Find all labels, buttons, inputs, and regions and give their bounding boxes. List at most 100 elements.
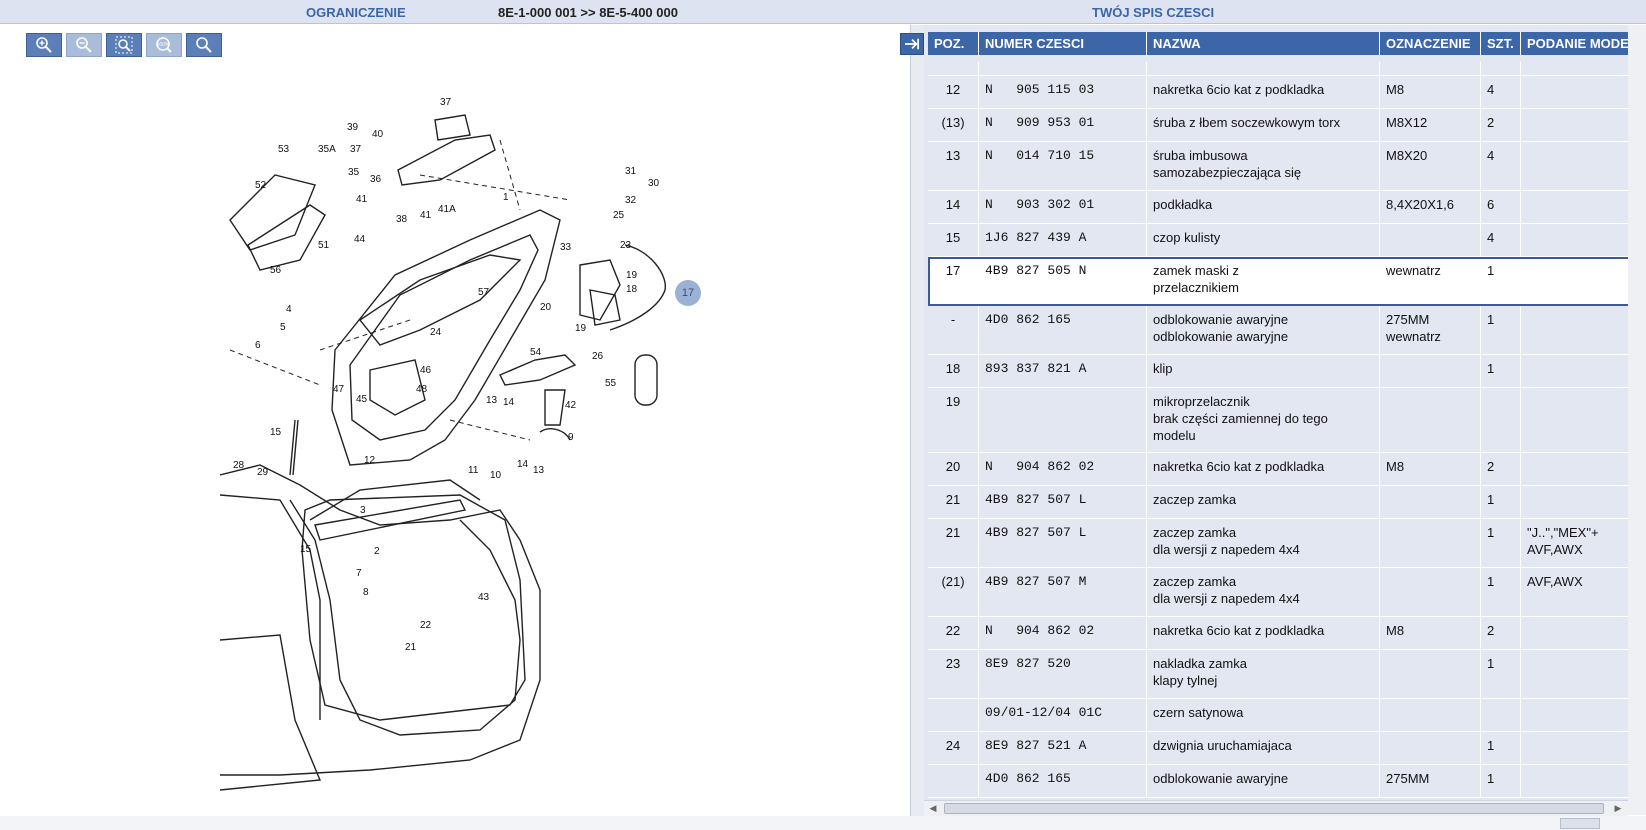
svg-text:6: 6 — [255, 340, 261, 351]
col-header-part-number[interactable]: NUMER CZESCI — [979, 32, 1147, 55]
svg-text:56: 56 — [270, 265, 282, 276]
col-header-poz[interactable]: POZ. — [928, 32, 979, 55]
scroll-right-icon[interactable]: ▶ — [1614, 803, 1622, 813]
cell-part-number: N 014 710 15 — [979, 142, 1147, 190]
svg-text:46: 46 — [420, 365, 432, 376]
svg-text:44: 44 — [354, 234, 366, 245]
cell-poz: 19 — [928, 388, 979, 452]
svg-text:57: 57 — [478, 287, 490, 298]
cell-poz — [928, 765, 979, 797]
svg-text:35: 35 — [348, 167, 360, 178]
cell-qty: 1 — [1481, 355, 1521, 387]
cell-part-number: 4B9 827 505 N — [979, 257, 1147, 305]
collapse-pane-button[interactable] — [900, 33, 924, 55]
callout-hotspot-17[interactable]: 17 — [675, 280, 701, 306]
cell-name: mikroprzelacznik brak części zamiennej d… — [1147, 388, 1380, 452]
cell-poz: 24 — [928, 732, 979, 764]
cell-designation — [1380, 519, 1481, 567]
col-header-name[interactable]: NAZWA — [1147, 32, 1380, 55]
zoom-100-button[interactable]: 100% — [146, 33, 182, 57]
svg-text:47: 47 — [333, 384, 345, 395]
svg-text:37: 37 — [350, 144, 362, 155]
cell-name: zaczep zamka dla wersji z napedem 4x4 — [1147, 568, 1380, 616]
svg-text:15: 15 — [300, 544, 312, 555]
cell-qty: 1 — [1481, 732, 1521, 764]
cell-qty: 1 — [1481, 765, 1521, 797]
cell-part-number: 4B9 827 507 M — [979, 568, 1147, 616]
cell-qty: 2 — [1481, 617, 1521, 649]
cell-qty: 1 — [1481, 306, 1521, 354]
svg-text:13: 13 — [533, 465, 545, 476]
cell-poz: 12 — [928, 76, 979, 108]
svg-text:5: 5 — [280, 322, 286, 333]
scroll-thumb[interactable] — [944, 803, 1604, 814]
table-row[interactable] — [928, 62, 1646, 76]
svg-text:19: 19 — [626, 270, 638, 281]
cell-poz: 23 — [928, 650, 979, 698]
svg-text:1: 1 — [503, 192, 509, 203]
table-header: POZ. NUMER CZESCI NAZWA OZNACZENIE SZT. … — [928, 32, 1646, 55]
cell-qty: 4 — [1481, 224, 1521, 256]
cell-part-number — [979, 388, 1147, 452]
table-row[interactable]: 19 mikroprzelacznik brak części zamiennej… — [928, 388, 1646, 453]
vertical-scrollbar[interactable] — [1628, 25, 1646, 815]
zoom-area-icon — [115, 36, 133, 54]
cell-poz: 21 — [928, 519, 979, 567]
cell-poz — [928, 62, 979, 75]
col-header-designation[interactable]: OZNACZENIE — [1380, 32, 1481, 55]
col-header-qty[interactable]: SZT. — [1481, 32, 1521, 55]
col-header-model[interactable]: PODANIE MODELU — [1521, 32, 1646, 55]
cell-designation — [1380, 224, 1481, 256]
cell-designation: wewnatrz — [1380, 257, 1481, 305]
svg-text:48: 48 — [416, 384, 428, 395]
zoom-out-button[interactable] — [66, 33, 102, 57]
svg-text:36: 36 — [370, 174, 382, 185]
cell-designation: M8X20 — [1380, 142, 1481, 190]
svg-text:54: 54 — [530, 347, 542, 358]
zoom-area-button[interactable] — [106, 33, 142, 57]
svg-text:14: 14 — [503, 397, 515, 408]
diagram-pane: 100% — [0, 25, 910, 830]
cell-name: śruba imbusowa samozabezpieczająca się — [1147, 142, 1380, 190]
svg-text:10: 10 — [490, 470, 502, 481]
cell-part-number: N 903 302 01 — [979, 191, 1147, 223]
svg-text:31: 31 — [625, 166, 637, 177]
cell-designation: M8 — [1380, 76, 1481, 108]
cell-name: czop kulisty — [1147, 224, 1380, 256]
cell-designation — [1380, 699, 1481, 731]
zoom-button[interactable] — [186, 33, 222, 57]
scroll-left-icon[interactable]: ◀ — [929, 803, 937, 813]
svg-text:26: 26 — [592, 351, 604, 362]
cell-designation: M8 — [1380, 453, 1481, 485]
cell-qty: 1 — [1481, 519, 1521, 567]
cell-name: dzwignia uruchamiajaca — [1147, 732, 1380, 764]
pane-splitter[interactable] — [910, 25, 924, 830]
svg-text:11: 11 — [468, 465, 479, 476]
cell-part-number: 4D0 862 165 — [979, 306, 1147, 354]
top-bar: OGRANICZENIE 8E-1-000 001 >> 8E-5-400 00… — [0, 0, 1646, 24]
cell-designation — [1380, 732, 1481, 764]
svg-text:52: 52 — [255, 180, 267, 191]
horizontal-scrollbar[interactable]: ◀ ▶ — [924, 800, 1628, 816]
cell-part-number: N 904 862 02 — [979, 617, 1147, 649]
zoom-in-button[interactable] — [26, 33, 62, 57]
cell-part-number: 09/01-12/04 01C — [979, 699, 1147, 731]
cell-poz — [928, 699, 979, 731]
